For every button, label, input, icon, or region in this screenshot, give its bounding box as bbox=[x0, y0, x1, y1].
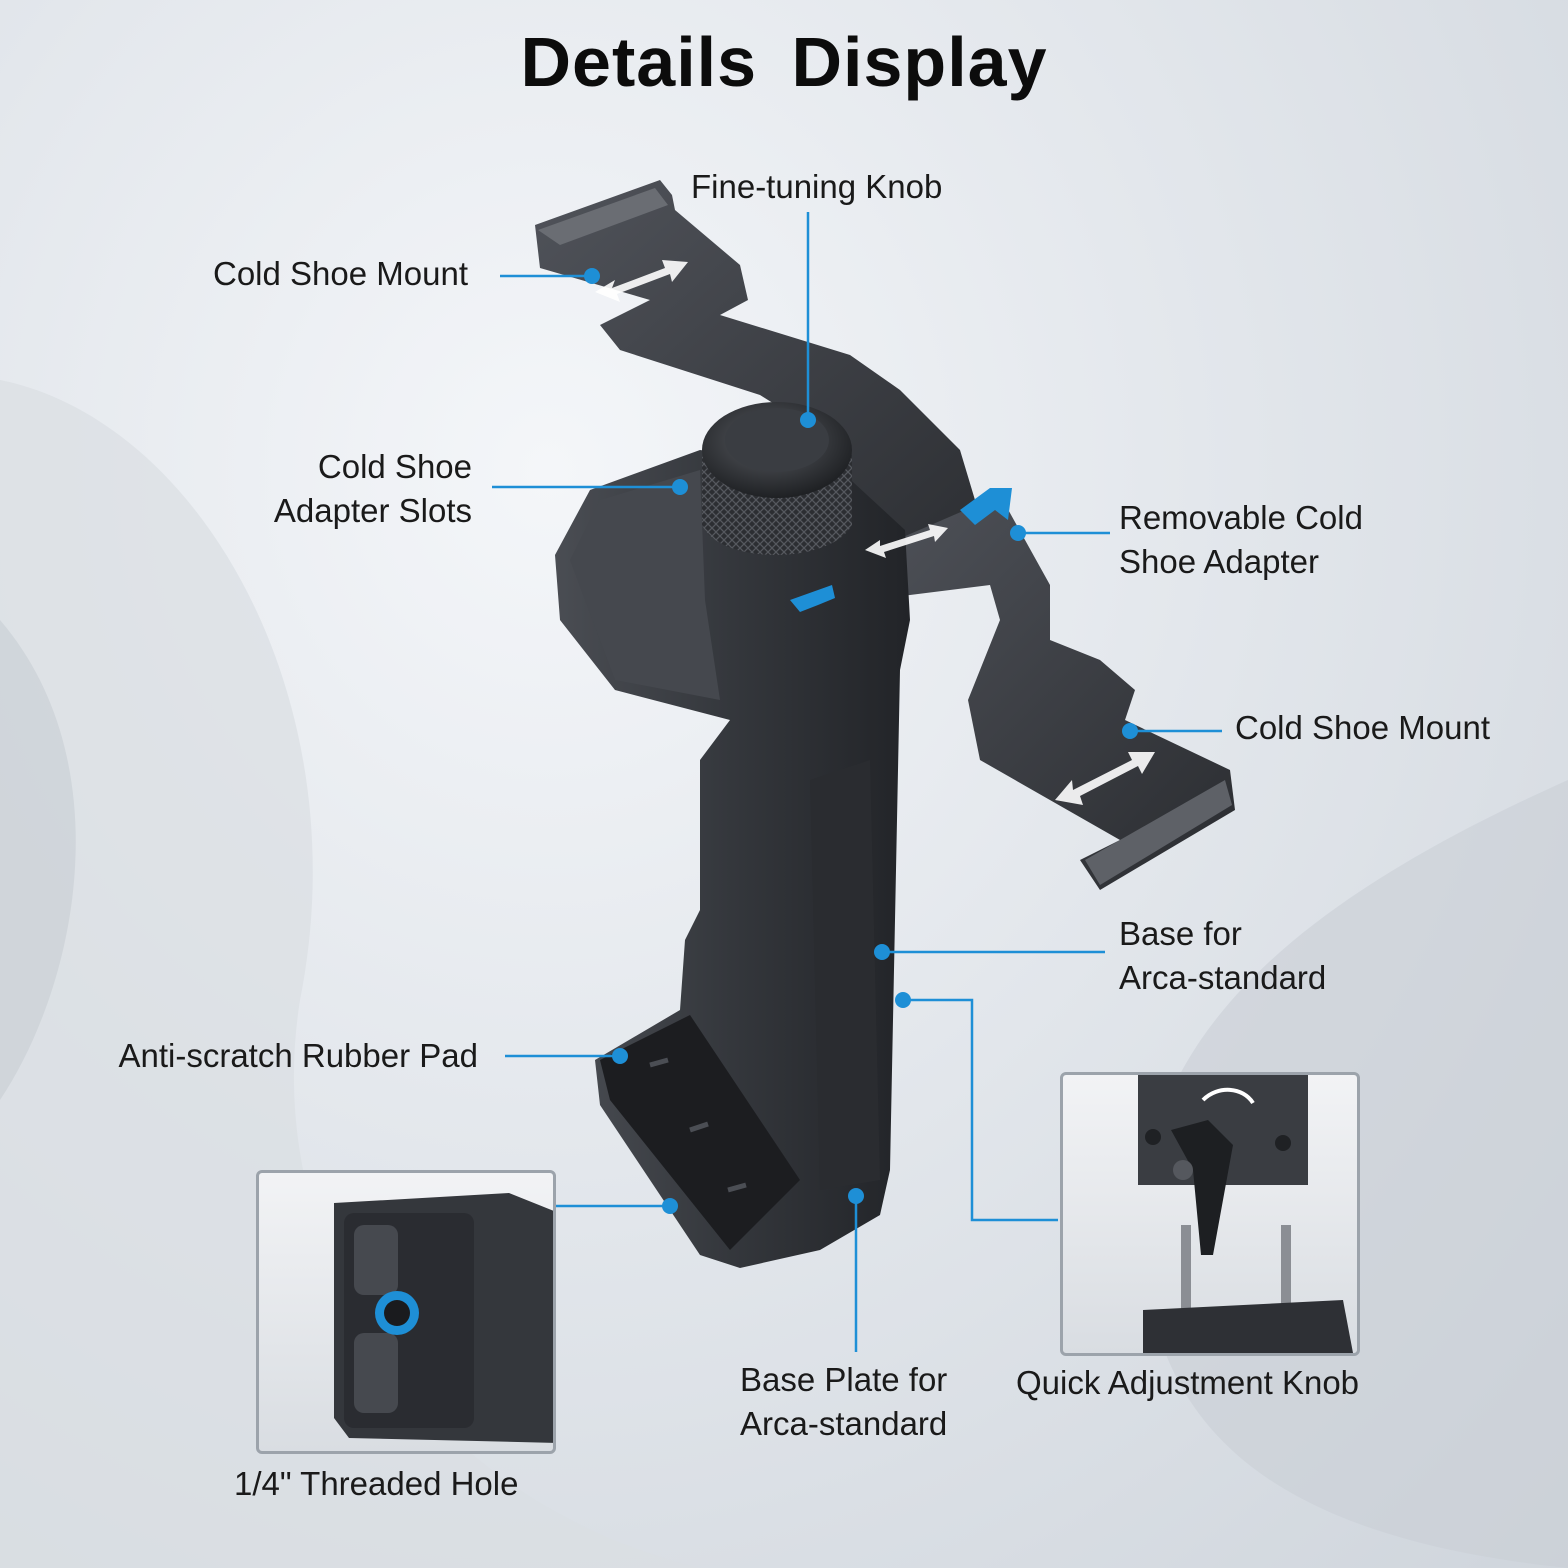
cold-shoe-arm-upper bbox=[535, 180, 1000, 600]
cold-shoe-arm-right bbox=[850, 495, 1235, 890]
page-title: Details Display bbox=[520, 23, 1048, 101]
lever-knob bbox=[1171, 1120, 1233, 1255]
label-cold-shoe-mount-right: Cold Shoe Mount bbox=[1235, 709, 1490, 746]
grip-body bbox=[555, 450, 910, 1268]
fine-tuning-knob-drawing bbox=[702, 402, 852, 555]
label-fine-tuning-knob: Fine-tuning Knob bbox=[691, 168, 943, 205]
direction-arrow-icon bbox=[790, 488, 1012, 612]
quick-adjustment-knob-inset bbox=[1060, 1072, 1360, 1356]
label-quick-adjustment-knob: Quick Adjustment Knob bbox=[1016, 1364, 1360, 1401]
label-threaded-hole: 1/4" Threaded Hole bbox=[234, 1465, 519, 1502]
threaded-hole-inset bbox=[256, 1170, 556, 1454]
rotate-arrow-icon bbox=[1201, 1087, 1255, 1105]
double-arrow-icon bbox=[595, 260, 1155, 805]
label-base-plate-arca: Base Plate for Arca-standard bbox=[740, 1361, 948, 1442]
label-cold-shoe-mount-left: Cold Shoe Mount bbox=[213, 255, 468, 292]
label-removable-cold-shoe-adapter: Removable Cold Shoe Adapter bbox=[1119, 499, 1363, 580]
label-base-for-arca: Base for Arca-standard bbox=[1119, 915, 1327, 996]
label-anti-scratch-pad: Anti-scratch Rubber Pad bbox=[118, 1037, 478, 1074]
label-cold-shoe-adapter-slots: Cold Shoe Adapter Slots bbox=[273, 448, 472, 529]
